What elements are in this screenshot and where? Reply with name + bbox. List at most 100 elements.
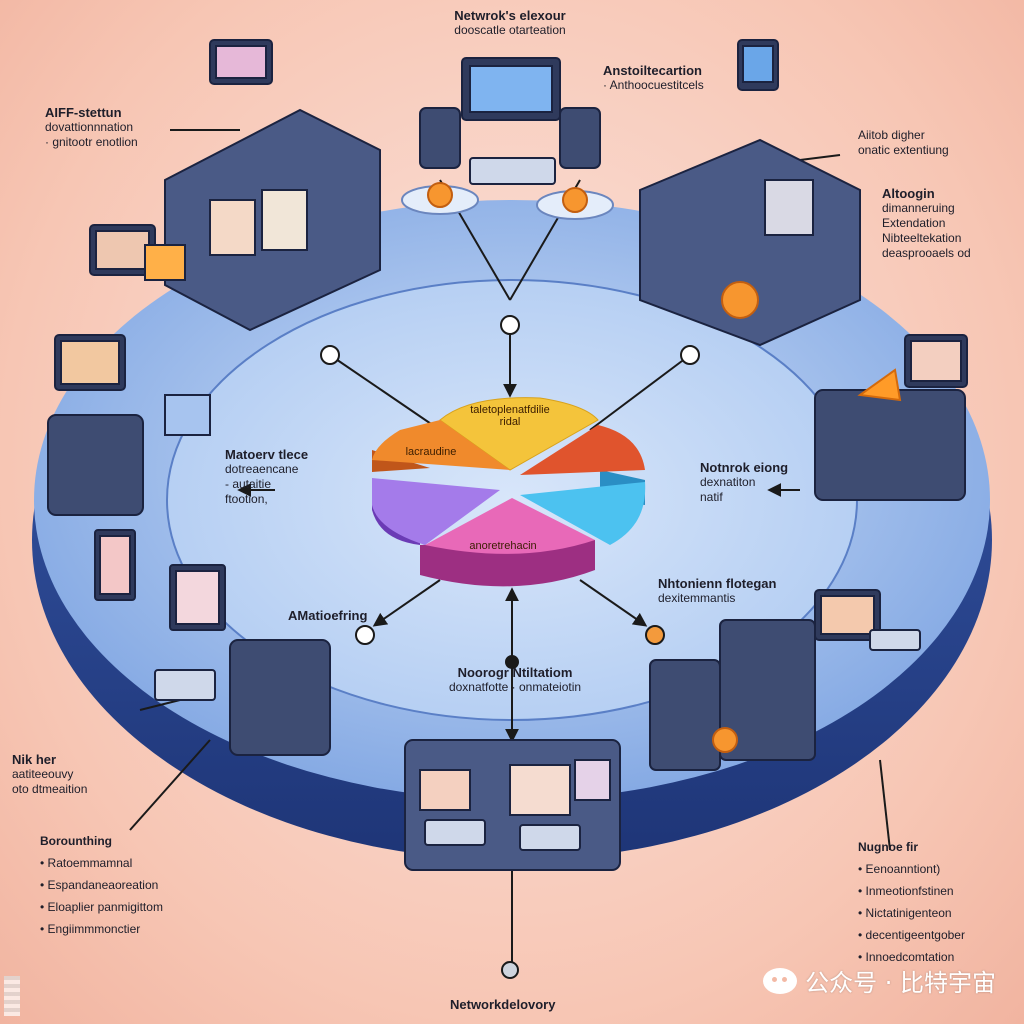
label-bottom-center: Noorogr Ntiltatiom doxnatfotte · onmatei… xyxy=(420,665,610,695)
keyboard xyxy=(469,157,556,185)
label-lower-right-title: Nhtonienn flotegan xyxy=(658,576,777,591)
pie-yellow-slice xyxy=(439,397,599,471)
bullet-item: Ratoemmamnal xyxy=(40,852,260,874)
bullet-item: Inmeotionfstinen xyxy=(858,880,1018,902)
bullet-list-left: Borounthing Ratoemmamnal Espandaneaoreat… xyxy=(40,830,260,940)
label-far-left-sub1: aatiteeouvy xyxy=(12,767,74,781)
floating-display xyxy=(215,45,267,79)
pie-pink-side xyxy=(420,540,595,587)
arrow-lower-right xyxy=(579,579,648,627)
pie-top-label-1: taletoplenatfdilie xyxy=(470,404,550,416)
watermark-text: 公众号 · 比特宇宙 xyxy=(805,969,996,997)
laptop-display xyxy=(95,230,150,270)
monitor-small xyxy=(164,394,211,436)
pie-pink-slice xyxy=(425,498,595,554)
footer-label: Networkdelovory xyxy=(450,997,556,1012)
label-upper-left: AIFF-stettun dovattionnnation · gnitootr… xyxy=(45,105,175,150)
server-right xyxy=(559,107,601,169)
label-lower-left: AMatioefring xyxy=(288,608,398,623)
light-left xyxy=(427,182,453,208)
server-front xyxy=(764,179,814,236)
label-bottom-center-title: Noorogr Ntiltatiom xyxy=(457,665,573,680)
label-mid-left: Matoerv tlece dotreaencane - autaitie ft… xyxy=(225,447,355,507)
bottom-workstations xyxy=(404,739,621,871)
label-mid-right-title: Notnrok eiong xyxy=(700,460,789,475)
bullet-list-left-title: Borounthing xyxy=(40,834,112,848)
left-datacenter xyxy=(47,334,211,516)
light-right xyxy=(562,187,588,213)
connector-nodes xyxy=(320,315,700,979)
floating-display xyxy=(742,45,774,83)
monitor-screen xyxy=(910,340,962,382)
bullet-item: Eloaplier panmigittom xyxy=(40,896,260,918)
label-right-b-sub1: dimanneruing xyxy=(882,201,955,215)
server-tower xyxy=(229,639,331,756)
label-top-sub: dooscatle otarteation xyxy=(454,23,566,37)
label-lower-right: Nhtonienn flotegan dexitemmantis xyxy=(658,576,788,606)
bullet-item: Eenoanntiont) xyxy=(858,858,1018,880)
label-far-left-sub2: oto dtmeaition xyxy=(12,782,88,796)
pie-purple-slice xyxy=(372,478,500,545)
upper-right-datacenter xyxy=(639,39,861,347)
bullet-list-right: Nugnoe fir Eenoanntiont) Inmeotionfstine… xyxy=(858,836,1018,968)
bullet-item: Innoedcomtation xyxy=(858,946,1018,968)
label-upper-left-sub1: dovattionnnation xyxy=(45,120,134,134)
label-lower-left-title: AMatioefring xyxy=(288,608,368,623)
keyboard xyxy=(869,629,921,651)
leader-bullets-right xyxy=(879,759,891,851)
label-far-left-title: Nik her xyxy=(12,752,57,767)
connectors xyxy=(129,129,891,965)
server-left xyxy=(419,107,461,169)
pie-cyan-slice xyxy=(520,482,646,545)
label-right-b-sub3: Nibteeltekation xyxy=(882,231,962,245)
monitor-screen xyxy=(60,340,120,385)
bullet-item: Engiimmmonctier xyxy=(40,918,260,940)
label-mid-right-sub1: dexnatiton xyxy=(700,475,756,489)
monitor-screen xyxy=(820,595,875,635)
node-lower-left xyxy=(355,625,375,645)
leader-right-a xyxy=(799,154,841,161)
server-box xyxy=(814,389,966,501)
node-footer xyxy=(501,961,519,979)
lower-right-workstations xyxy=(649,589,921,771)
label-top: Netwrok's elexour dooscatle otarteation xyxy=(430,8,590,38)
label-top-right: Anstoiltecartion · Anthoocuestitcels xyxy=(603,63,753,93)
lower-left-workstations xyxy=(94,529,331,756)
label-mid-right: Notnrok eiong dexnatiton natif xyxy=(700,460,820,505)
pie-left-label: lacraudine xyxy=(405,446,457,458)
label-right-a-sub: onatic extentiung xyxy=(858,143,949,157)
label-bottom-center-sub: doxnatfotte · onmateiotin xyxy=(448,680,582,694)
light-stack xyxy=(721,281,759,319)
node-lower-right xyxy=(645,625,665,645)
server-tower-a xyxy=(649,659,721,771)
light-node xyxy=(712,727,738,753)
monitor-a-screen xyxy=(419,769,471,811)
label-top-right-sub: · Anthoocuestitcels xyxy=(603,78,704,92)
label-far-left: Nik her aatiteeouvy oto dtmeaition xyxy=(12,752,122,797)
bullet-item: Espandaneaoreation xyxy=(40,874,260,896)
bullet-item: decentigeentgober xyxy=(858,924,1018,946)
label-right-b-sub2: Extendation xyxy=(882,216,946,230)
pie-chart xyxy=(372,397,646,587)
node-upper-left xyxy=(320,345,340,365)
label-mid-right-sub2: natif xyxy=(700,490,723,504)
panel-b xyxy=(261,189,308,251)
arrow-lower-left xyxy=(372,579,441,627)
pie-orange-slice xyxy=(372,420,510,470)
monitor-b-screen xyxy=(175,570,220,625)
arrow-upper-left xyxy=(329,354,441,431)
alert-glow xyxy=(857,368,902,402)
pie-red-slice xyxy=(520,425,645,475)
node-upper-right xyxy=(680,345,700,365)
corner-mark xyxy=(4,976,20,1016)
keyboard-b xyxy=(519,824,581,851)
monitor-screen xyxy=(469,65,553,113)
label-mid-left-sub1: dotreaencane xyxy=(225,462,299,476)
glow-card xyxy=(144,244,186,281)
arrow-upper-right xyxy=(589,354,691,431)
right-datacenter xyxy=(814,334,968,501)
server-tower-b xyxy=(719,619,816,761)
bullet-list-right-title: Nugnoe fir xyxy=(858,840,918,854)
top-workstation xyxy=(401,57,614,220)
